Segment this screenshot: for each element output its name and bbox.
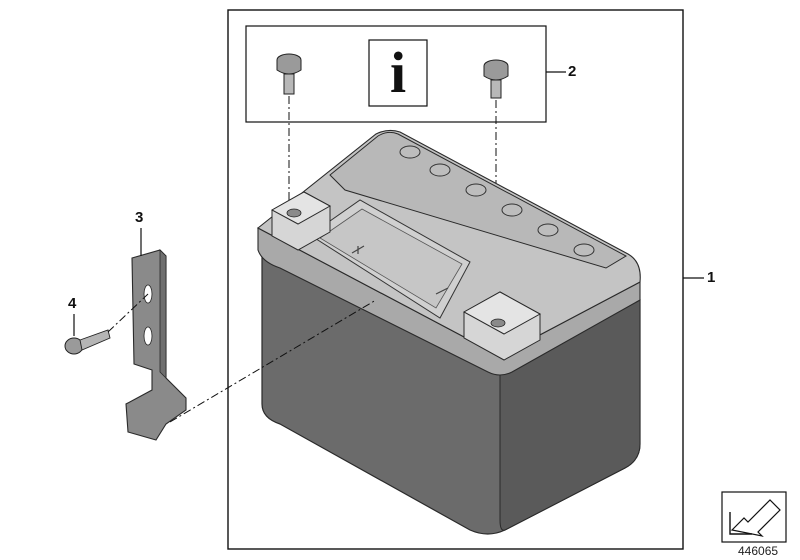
callout-2: 2: [568, 63, 577, 80]
info-icon: [368, 39, 428, 107]
callout-4: 4: [68, 295, 77, 312]
battery-icon: [257, 129, 641, 535]
leader-line-bracket: [169, 299, 377, 423]
info-symbol: i: [389, 40, 407, 105]
leader-line-bolt: [107, 293, 149, 333]
callout-1: 1: [707, 269, 716, 286]
screw-icon: [276, 53, 302, 95]
arrow-stamp-icon: [721, 491, 787, 543]
callout-3: 3: [135, 209, 144, 226]
bracket-icon: [125, 249, 187, 441]
assembly-frame: [227, 9, 684, 550]
screw-icon: [483, 59, 509, 99]
bolt-icon: [64, 329, 111, 355]
diagram-number: 446065: [738, 544, 779, 558]
